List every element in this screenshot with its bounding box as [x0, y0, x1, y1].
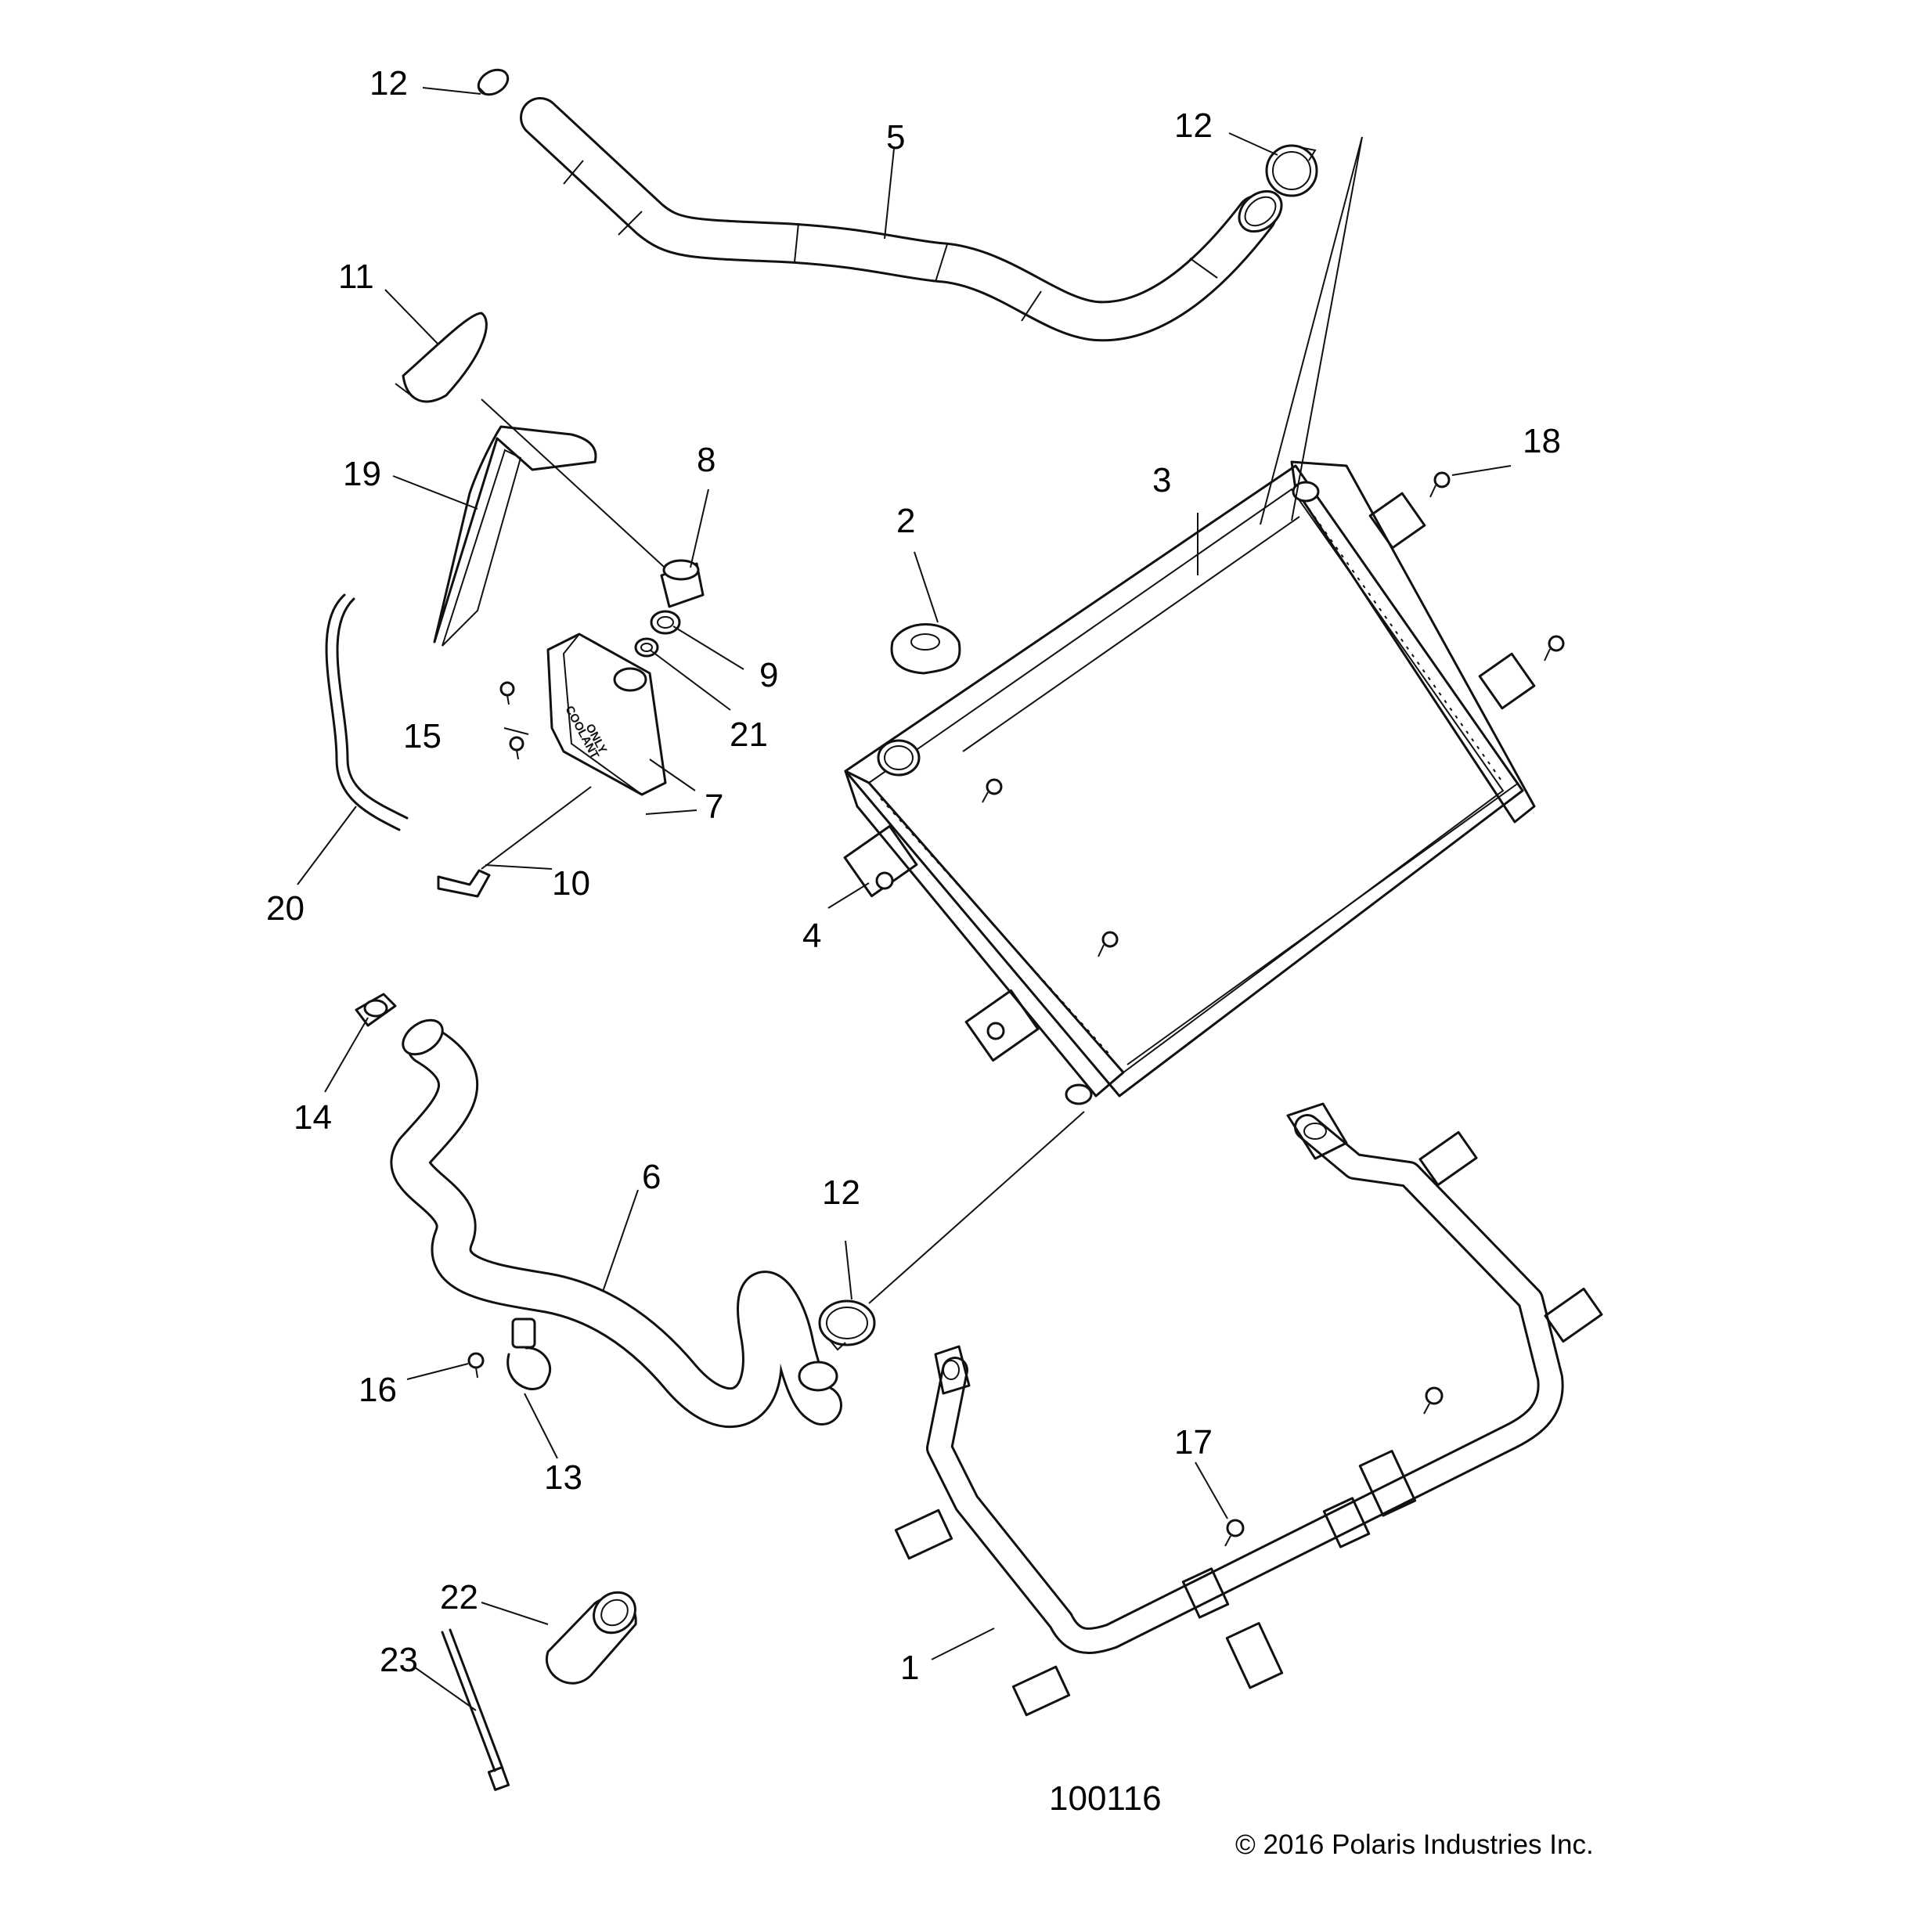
- callout-6: 6: [642, 1158, 661, 1196]
- hose-clamp-top-right: [1265, 144, 1318, 197]
- callout-8: 8: [697, 441, 715, 479]
- copyright-notice: © 2016 Polaris Industries Inc.: [1235, 1829, 1594, 1860]
- callout-4: 4: [802, 917, 821, 955]
- callout-12-lower: 12: [822, 1173, 860, 1212]
- callout-15: 15: [403, 717, 442, 755]
- callout-11: 11: [338, 258, 374, 296]
- upper-radiator-hose: [520, 97, 1283, 342]
- callout-7: 7: [705, 788, 723, 826]
- callout-12-top-left: 12: [369, 64, 408, 103]
- figure-number: 100116: [1049, 1779, 1162, 1818]
- hose-clamp-top-left: [477, 68, 510, 96]
- callout-5: 5: [886, 118, 905, 157]
- callout-2: 2: [896, 502, 915, 540]
- reservoir-screws: [499, 681, 524, 760]
- cable-tie: [441, 1628, 510, 1791]
- callout-20: 20: [266, 889, 305, 928]
- frame-screws: [1224, 1386, 1444, 1547]
- radiator: [843, 460, 1536, 1105]
- radiator-cap: [890, 623, 961, 675]
- coolant-reservoir: COOLANT ONLY: [546, 633, 667, 796]
- callout-19: 19: [343, 455, 381, 493]
- callout-labels: 1 2 3 4 5 6 7 8 9 10 11 12 12 12 13 14 1…: [266, 64, 1561, 1687]
- callout-1: 1: [900, 1649, 919, 1687]
- lower-radiator-hose: [390, 1018, 842, 1429]
- leader-lines: [297, 87, 1512, 1711]
- p-clamp: [506, 1317, 552, 1390]
- callout-21: 21: [730, 715, 768, 754]
- hose-sleeve: [545, 1591, 637, 1685]
- overflow-hose: [325, 593, 409, 831]
- callout-16: 16: [359, 1371, 397, 1409]
- reservoir-fitting: [437, 869, 491, 898]
- radiator-mount-frame: [894, 1102, 1603, 1717]
- callout-14: 14: [294, 1098, 332, 1137]
- callout-9: 9: [759, 656, 778, 694]
- callout-13: 13: [544, 1458, 582, 1497]
- clamp-screw: [467, 1352, 485, 1379]
- cap-seal-9: [650, 610, 681, 635]
- hose-clamp-lower: [818, 1299, 876, 1351]
- callout-12-top-right: 12: [1174, 106, 1213, 145]
- callout-17: 17: [1174, 1423, 1213, 1462]
- callout-3: 3: [1152, 461, 1171, 499]
- callout-22: 22: [440, 1578, 478, 1617]
- tank-strap: [395, 312, 488, 403]
- callout-18: 18: [1523, 422, 1561, 460]
- lower-hose-clamp: [355, 993, 397, 1027]
- tank-bracket: [433, 398, 674, 647]
- reservoir-cap: [660, 559, 705, 608]
- callout-10: 10: [552, 864, 590, 903]
- callout-23: 23: [380, 1641, 418, 1679]
- radiator-mount-screws: [982, 471, 1565, 957]
